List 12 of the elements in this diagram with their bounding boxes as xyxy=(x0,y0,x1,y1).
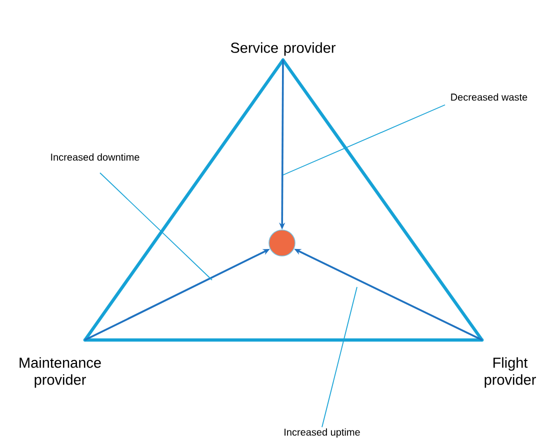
triangle-side xyxy=(83,338,484,342)
vertex-label: Flight provider xyxy=(484,357,536,388)
annotation-text: Increased uptime xyxy=(282,427,362,439)
annotation-text: Decreased waste xyxy=(449,92,529,102)
leader-line xyxy=(100,172,212,280)
center-circle xyxy=(268,230,296,256)
leader-line xyxy=(282,104,446,176)
vertex-label: Service provider xyxy=(230,42,336,56)
leader-line xyxy=(322,286,358,428)
vertex-label: Maintenance provider xyxy=(20,357,101,388)
triangle-side xyxy=(281,58,484,342)
annotation-text: Increased downtime xyxy=(49,152,141,162)
